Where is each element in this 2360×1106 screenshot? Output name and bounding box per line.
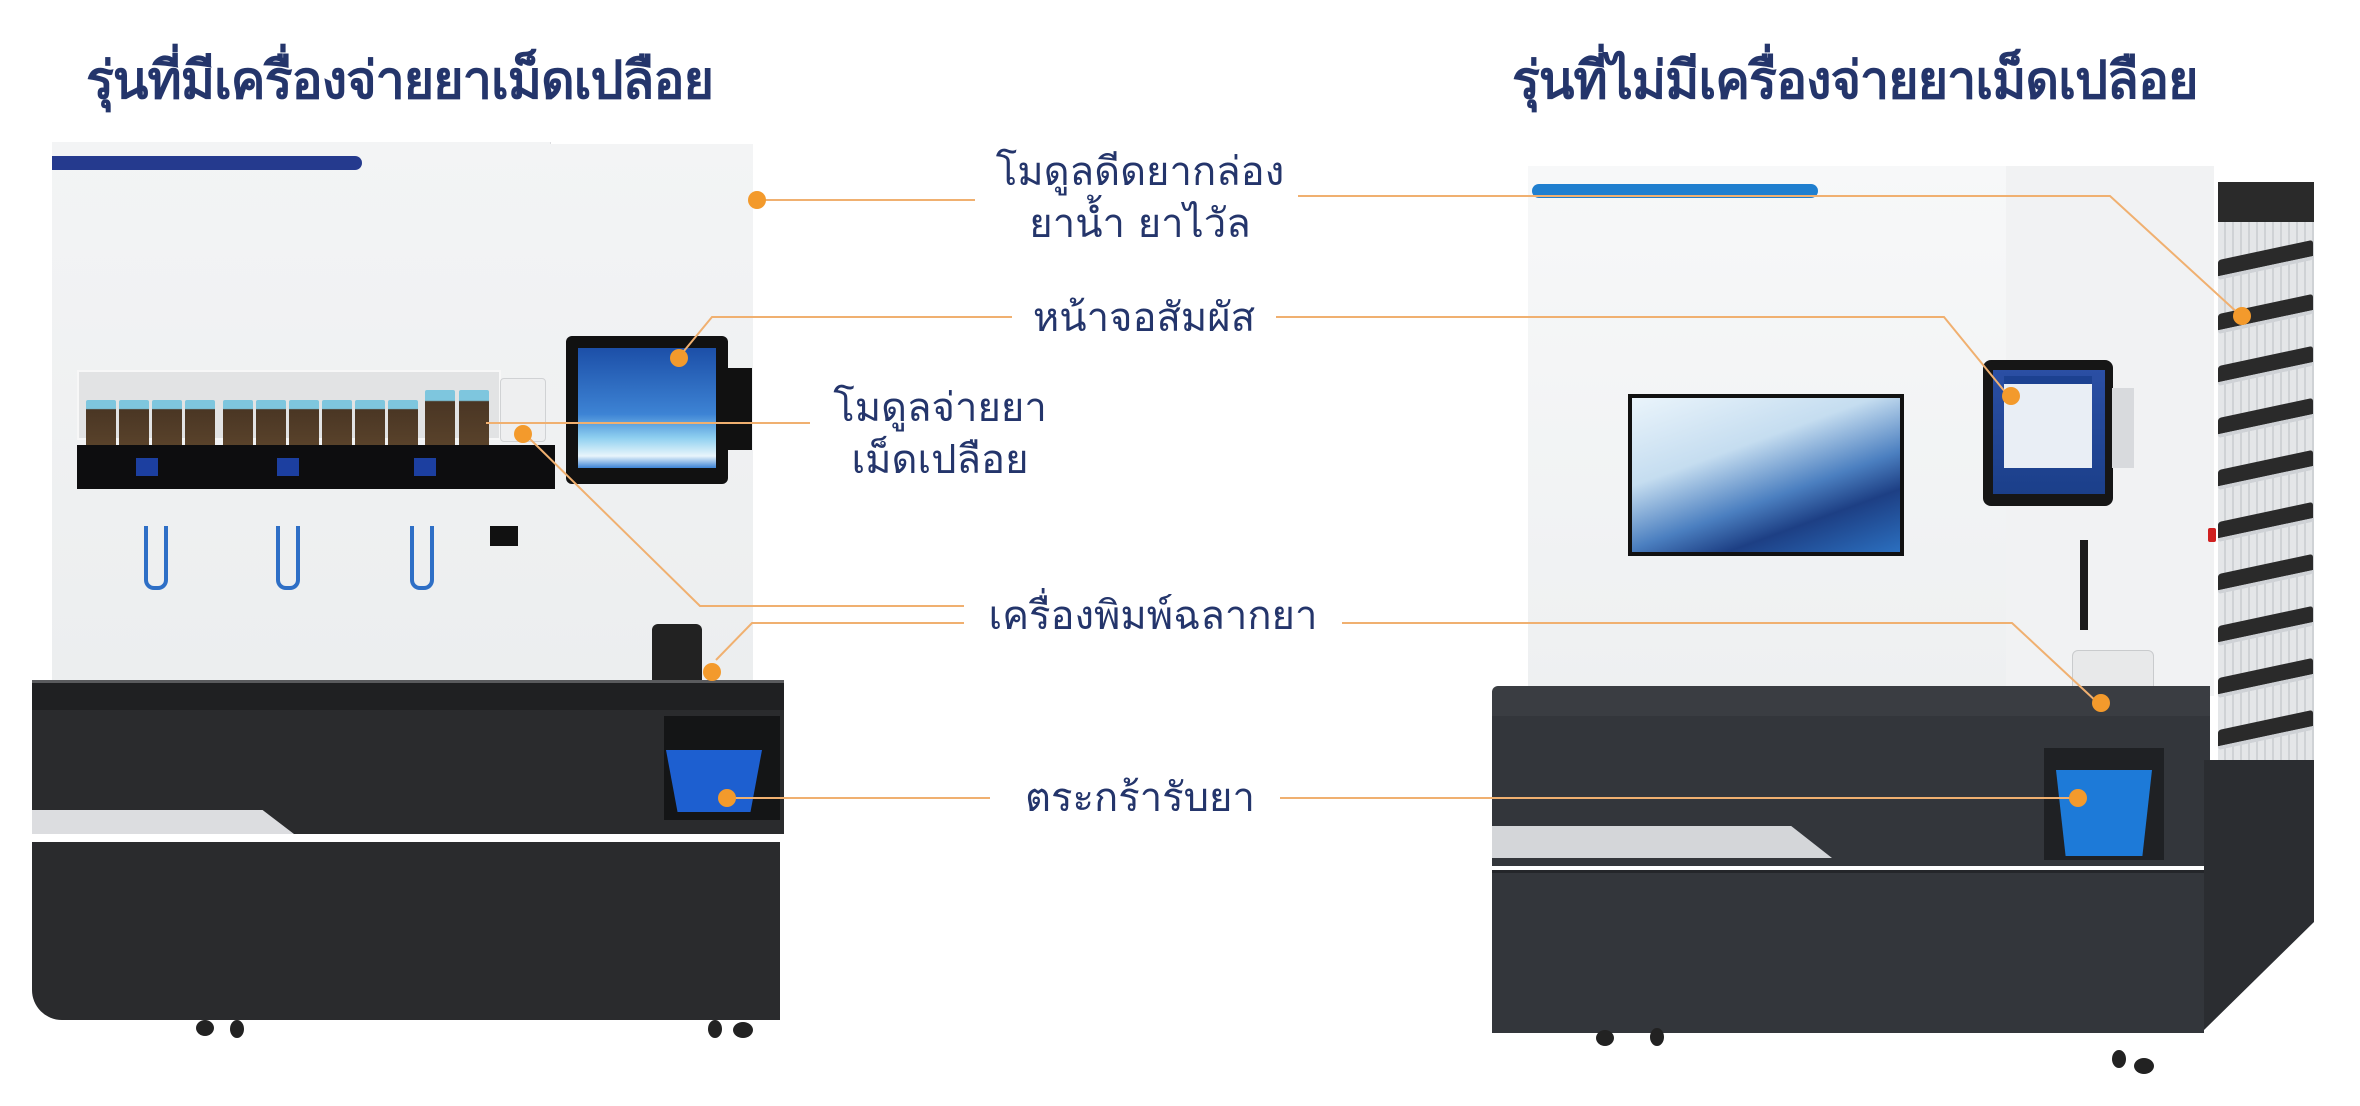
drawer-top-slot (2218, 182, 2314, 222)
base-plinth (1492, 870, 2204, 1033)
canister (289, 400, 319, 448)
canister (355, 400, 385, 448)
callout-dot-box-module-right (2233, 307, 2251, 325)
caster (1650, 1028, 1664, 1046)
callout-touch-screen-text: หน้าจอสัมผัส (1032, 295, 1256, 341)
callout-box-module: โมดูลดีดยากล่อง ยาน้ำ ยาไวัล (980, 146, 1300, 250)
caster (708, 1020, 722, 1038)
callout-dot-tablet-module (514, 425, 532, 443)
callout-dot-basket-right (2069, 789, 2087, 807)
canister (152, 400, 182, 448)
canister (322, 400, 352, 448)
callout-dot-touch-screen-right (2002, 387, 2020, 405)
callout-box-module-line2: ยาน้ำ ยาไวัล (1029, 201, 1251, 247)
touch-screen-display (578, 348, 716, 468)
callout-basket: ตระกร้ารับยา (1000, 772, 1280, 824)
silver-stripe (1492, 826, 1832, 858)
label-printer-device (652, 624, 702, 682)
caster (733, 1022, 753, 1038)
indicator-light (136, 458, 158, 476)
caster (2112, 1050, 2126, 1068)
title-with-tablet-dispenser: รุ่นที่มีเครื่องจ่ายยาเม็ดเปลือย (86, 51, 714, 111)
barcode-scanner (2080, 540, 2088, 630)
callout-tablet-module-line2: เม็ดเปลือย (851, 437, 1029, 483)
display-landscape (1632, 398, 1900, 552)
canister (119, 400, 149, 448)
callout-dot-label-printer (703, 663, 721, 681)
handle (144, 526, 168, 590)
callout-dot-box-module (748, 191, 766, 209)
caster (1596, 1030, 1614, 1046)
canister (223, 400, 253, 448)
callout-label-printer-text: เครื่องพิมพ์ฉลากยา (988, 593, 1318, 639)
accent-bar (52, 156, 362, 170)
counter-top (1492, 686, 2210, 716)
callout-label-printer: เครื่องพิมพ์ฉลากยา (964, 590, 1342, 642)
emergency-button (2208, 528, 2216, 542)
silver-stripe (32, 810, 294, 834)
callout-dot-label-printer-right (2092, 694, 2110, 712)
callout-basket-text: ตระกร้ารับยา (1025, 775, 1255, 821)
canister (86, 400, 116, 448)
callout-tablet-module: โมดูลจ่ายยา เม็ดเปลือย (820, 382, 1060, 486)
callout-box-module-line1: โมดูลดีดยากล่อง (995, 149, 1285, 195)
caster (196, 1020, 214, 1036)
indicator-light (414, 458, 436, 476)
screen-mount (728, 368, 752, 450)
card-reader (490, 526, 518, 546)
handle (410, 526, 434, 590)
counter-top (32, 680, 784, 713)
title-without-tablet-dispenser: รุ่นที่ไม่มีเครื่องจ่ายยาเม็ดเปลือย (1512, 51, 2199, 111)
canister (459, 390, 489, 448)
callout-touch-screen: หน้าจอสัมผัส (1012, 292, 1276, 344)
caster (230, 1020, 244, 1038)
callout-tablet-module-line1: โมดูลจ่ายยา (833, 385, 1047, 431)
basket-device (2056, 770, 2152, 856)
base-plinth (32, 842, 780, 1020)
accent-bar (1532, 184, 1818, 198)
indicator-light (277, 458, 299, 476)
callout-dot-basket (718, 789, 736, 807)
canister (388, 400, 418, 448)
callout-dot-touch-screen (670, 349, 688, 367)
canister (425, 390, 455, 448)
basket-device (666, 750, 762, 812)
canister (256, 400, 286, 448)
canister (185, 400, 215, 448)
handle (276, 526, 300, 590)
caster (2134, 1058, 2154, 1074)
screen-mount (2112, 388, 2134, 468)
